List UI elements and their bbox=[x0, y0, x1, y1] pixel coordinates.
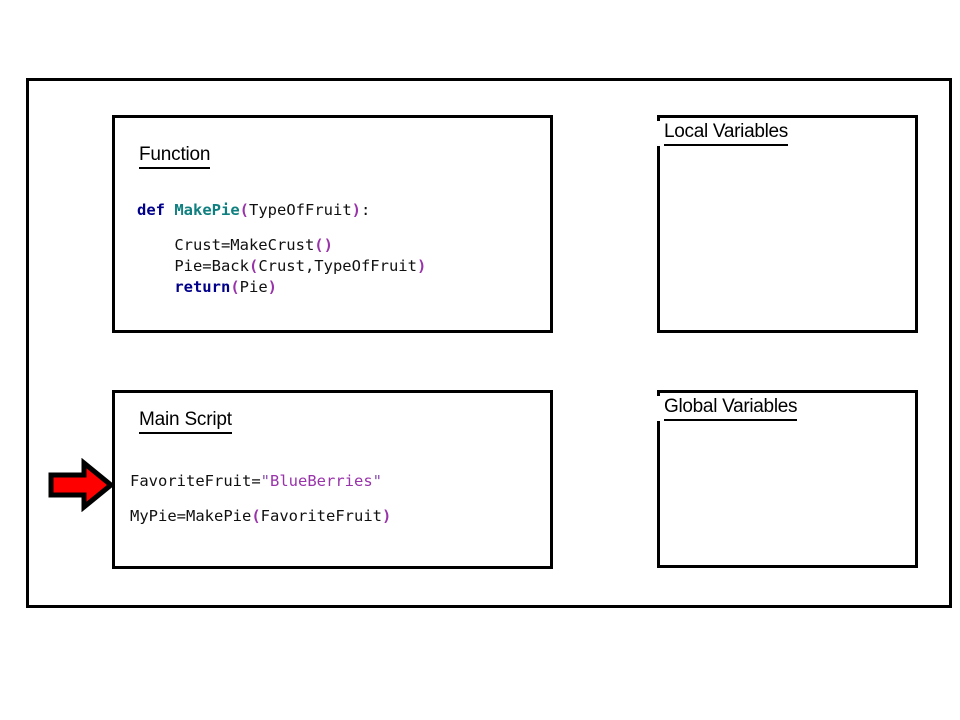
global-variables-panel-title-text: Global Variables bbox=[664, 396, 798, 421]
function-code-block: def MakePie(TypeOfFruit):Crust=MakeCrust… bbox=[137, 200, 426, 298]
local-variables-panel bbox=[657, 115, 918, 333]
code-token-plain: Pie=Back bbox=[174, 257, 249, 275]
local-variables-panel-title: Local Variables bbox=[657, 121, 791, 146]
right-arrow-icon bbox=[48, 458, 114, 512]
code-token-paren: ) bbox=[351, 201, 361, 219]
code-token-quot: " bbox=[260, 472, 270, 490]
function-code-line: Pie=Back(Crust,TypeOfFruit) bbox=[137, 256, 426, 277]
function-code-line: Crust=MakeCrust() bbox=[137, 235, 426, 256]
code-token-paren: ( bbox=[230, 278, 240, 296]
function-panel: Function def MakePie(TypeOfFruit):Crust=… bbox=[112, 115, 553, 333]
code-token-plain: FavoriteFruit bbox=[260, 507, 382, 525]
main-script-code-block: FavoriteFruit="BlueBerries"MyPie=MakePie… bbox=[130, 471, 391, 527]
main-script-panel-title-text: Main Script bbox=[139, 409, 232, 434]
function-code-line: return(Pie) bbox=[137, 277, 426, 298]
main-script-code-line: MyPie=MakePie(FavoriteFruit) bbox=[130, 506, 391, 527]
code-token-paren: ( bbox=[239, 201, 249, 219]
code-token-kw: def bbox=[137, 201, 175, 219]
main-script-panel: Main Script FavoriteFruit="BlueBerries"M… bbox=[112, 390, 553, 569]
function-panel-title-text: Function bbox=[139, 144, 210, 169]
code-token-plain: Pie bbox=[239, 278, 268, 296]
code-token-paren: ) bbox=[416, 257, 427, 275]
code-token-plain: : bbox=[361, 201, 371, 219]
code-token-plain: TypeOfFruit bbox=[249, 201, 352, 219]
global-variables-panel-title: Global Variables bbox=[657, 396, 800, 421]
function-code-line: def MakePie(TypeOfFruit): bbox=[137, 200, 426, 221]
code-token-plain: MyPie=MakePie bbox=[130, 507, 252, 525]
code-token-plain: Crust=MakeCrust bbox=[174, 236, 315, 254]
code-token-quot: " bbox=[372, 472, 382, 490]
function-panel-title: Function bbox=[139, 144, 210, 169]
local-variables-panel-title-text: Local Variables bbox=[664, 121, 788, 146]
main-script-code-blank-line bbox=[130, 492, 391, 506]
function-code-blank-line bbox=[137, 221, 426, 235]
code-token-paren: ) bbox=[382, 507, 392, 525]
code-token-paren: ( bbox=[251, 507, 261, 525]
code-token-paren: ) bbox=[267, 278, 277, 296]
code-token-plain: FavoriteFruit= bbox=[130, 472, 261, 490]
code-token-paren: ( bbox=[248, 257, 259, 275]
main-script-code-line: FavoriteFruit="BlueBerries" bbox=[130, 471, 391, 492]
code-token-str: BlueBerries bbox=[270, 472, 373, 490]
main-script-panel-title: Main Script bbox=[139, 409, 232, 434]
code-token-paren: () bbox=[314, 236, 333, 254]
code-token-plain: Crust,TypeOfFruit bbox=[258, 257, 417, 275]
code-token-fn: MakePie bbox=[174, 201, 240, 219]
code-token-kw: return bbox=[174, 278, 231, 296]
